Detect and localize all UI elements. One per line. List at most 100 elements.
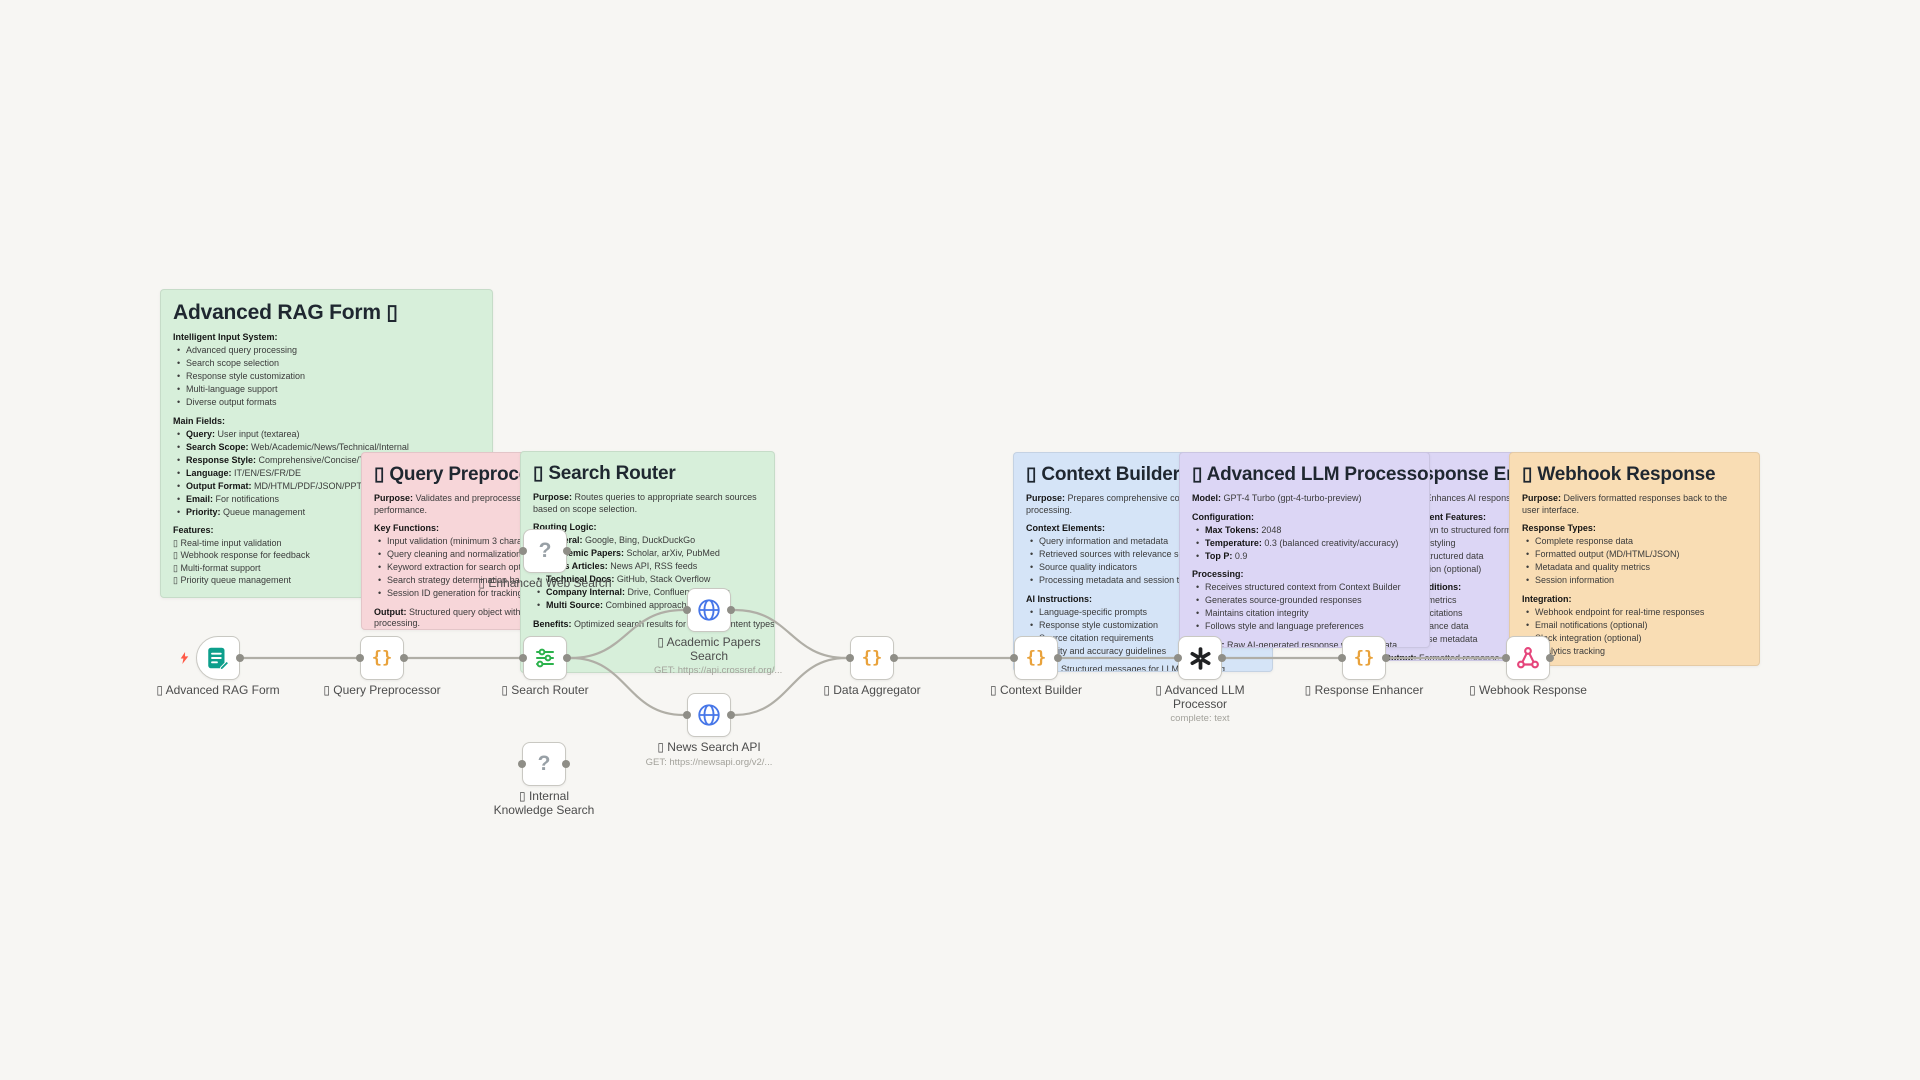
note-line: AI Instructions: [1026,593,1093,604]
note-line: Multi Source: Combined approach [533,600,762,612]
note-line: Advanced query processing [173,345,480,357]
question-icon: ? [538,539,552,562]
sticky-title: ▯ Context Builder [1026,464,1180,485]
note-line: Query information and metadata [1026,536,1260,548]
note-line: Purpose: Routes queries to appropriate s… [533,492,757,514]
sticky-title: ▯ Webhook Response [1522,464,1716,485]
note-line: ▯ Priority queue management [173,575,292,585]
node-label: ▯ Advanced LLM Processor [1155,683,1245,711]
node-search-router[interactable]: ▯ Search Router [501,636,589,697]
node-label: ▯ Response Enhancer [1304,683,1424,697]
note-line: Processing: [1192,569,1244,579]
sticky-body: Intelligent Input System: Advanced query … [173,332,480,587]
note-line: Receives structured context from Context… [1192,582,1417,594]
note-line: Max Tokens: 2048 [1192,525,1417,537]
node-label: ▯ Academic Papers Search [657,635,761,663]
node-subtitle: GET: https://api.crossref.org/... [654,665,783,676]
sticky-title: ▯ Advanced LLM Processor [1192,464,1430,485]
node-subtitle: GET: https://newsapi.org/v2/... [645,756,773,768]
note-line: Language: IT/EN/ES/FR/DE [173,468,480,480]
note-line: Email notifications (optional) [1522,620,1747,632]
note-line: Search strategy determination based on s… [374,575,662,587]
node-label: ▯ Enhanced Web Search [478,576,612,590]
note-line: Analytics tracking [1522,646,1747,658]
note-line: Output: Formatted response ready for del… [1384,652,1573,661]
note-line: Priority: Queue management [173,507,480,519]
note-line: Technical Docs: GitHub, Stack Overflow [533,574,762,586]
globe-icon [696,702,722,728]
note-line: Response Types: [1522,523,1596,533]
note-line: Query: User input (textarea) [173,429,480,441]
note-line: Slack integration (optional) [1522,633,1747,645]
node-label: ▯ Context Builder [990,683,1082,697]
note-line: News Articles: News API, RSS feeds [533,561,762,573]
note-line: Model: GPT-4 Turbo (gpt-4-turbo-preview) [1192,493,1362,503]
note-line: Response style customization [1026,620,1260,632]
node-academic-papers-search[interactable]: ▯ Academic Papers Search GET: https://ap… [654,588,782,676]
sticky-body: Model: GPT-4 Turbo (gpt-4-turbo-preview)… [1192,493,1417,647]
note-line: Routing Logic: [533,522,597,532]
note-line: Metadata and quality metrics [1522,562,1747,574]
note-line: Session information [1522,575,1747,587]
note-line: Query cleaning and normalization [374,549,662,561]
question-icon: ? [537,752,551,775]
note-line: Top P: 0.9 [1192,551,1417,563]
node-webhook-response[interactable]: ▯ Webhook Response [1469,636,1587,697]
node-response-enhancer[interactable]: {} ▯ Response Enhancer [1305,636,1423,697]
note-line: Features: [173,525,214,535]
note-line: ▯ Real-time input validation [173,537,282,548]
sticky-note-webhook-response[interactable]: ▯ Webhook Response Purpose: Delivers for… [1509,452,1760,666]
note-line: Complete response data [1522,536,1747,548]
note-line: Intelligent Input System: [173,332,278,342]
note-line: Session ID generation for tracking [374,588,662,600]
note-line: Language-specific prompts [1026,607,1260,619]
note-line: Retrieved sources with relevance scores [1026,549,1260,561]
node-internal-knowledge-search[interactable]: ? ▯ Internal Knowledge Search [494,742,594,816]
code-icon: {} [861,648,883,668]
sticky-body: Purpose: Prepares comprehensive context … [1026,493,1260,671]
note-line: Input validation (minimum 3 characters) [374,536,662,548]
sticky-note-advanced-llm-processor[interactable]: ▯ Advanced LLM Processor Model: GPT-4 Tu… [1179,452,1430,648]
note-line: Purpose: Prepares comprehensive context … [1026,493,1223,515]
openai-icon [1188,646,1213,671]
note-line: Formatted output (MD/HTML/JSON) [1522,549,1747,561]
note-line: ▯ Multi-format support [173,562,261,573]
node-news-search-api[interactable]: ▯ News Search API GET: https://newsapi.o… [646,693,772,768]
note-line: Configuration: [1192,511,1254,522]
note-line: Purpose: Delivers formatted responses ba… [1522,493,1728,515]
node-enhanced-web-search[interactable]: ? ▯ Enhanced Web Search [478,529,612,590]
note-line: General: Google, Bing, DuckDuckGo [533,535,762,547]
note-line: Email: For notifications [173,494,480,506]
sticky-title: ▯ Query Preprocessor [374,464,569,485]
node-advanced-rag-form[interactable]: ▯ Advanced RAG Form [156,636,280,697]
node-label: ▯ Internal Knowledge Search [493,789,595,817]
sticky-title: Advanced RAG Form ▯ [173,301,398,324]
node-data-aggregator[interactable]: {} ▯ Data Aggregator [823,636,921,697]
note-line: Search Scope: Web/Academic/News/Technica… [173,442,480,454]
note-line: Webhook endpoint for real-time responses [1522,607,1747,619]
globe-icon [696,597,722,623]
node-advanced-llm-processor[interactable]: ▯ Advanced LLM Processor complete: text [1155,636,1245,724]
node-label: ▯ Query Preprocessor [323,683,441,697]
note-line: Context Elements: [1026,523,1106,533]
node-context-builder[interactable]: {} ▯ Context Builder [990,636,1082,697]
note-line: Source quality indicators [1026,562,1260,574]
node-label: ▯ Data Aggregator [823,683,921,697]
note-line: ▯ Webhook response for feedback [173,550,310,560]
sticky-note-advanced-rag-form[interactable]: Advanced RAG Form ▯ Intelligent Input Sy… [160,289,493,598]
sticky-body: Purpose: Delivers formatted responses ba… [1522,493,1759,665]
note-line: Temperature: 0.3 (balanced creativity/ac… [1192,538,1417,550]
note-line: Processing metadata and session tracking [1026,575,1260,587]
node-label: ▯ Advanced RAG Form [156,683,280,697]
note-line: Output Format: MD/HTML/PDF/JSON/PPT [173,481,480,493]
note-line: Key Functions: [374,523,440,533]
note-line: Maintains citation integrity [1192,608,1417,620]
switch-icon [533,646,557,670]
node-label: ▯ Search Router [501,683,589,697]
node-query-preprocessor[interactable]: {} ▯ Query Preprocessor [323,636,441,697]
note-line: Keyword extraction for search optimizati… [374,562,662,574]
note-line: Company Internal: Drive, Confluence, Not… [533,587,762,599]
note-line: Result: Immediate feedback and comprehen… [1522,664,1759,665]
note-line: Integration: [1522,593,1572,604]
